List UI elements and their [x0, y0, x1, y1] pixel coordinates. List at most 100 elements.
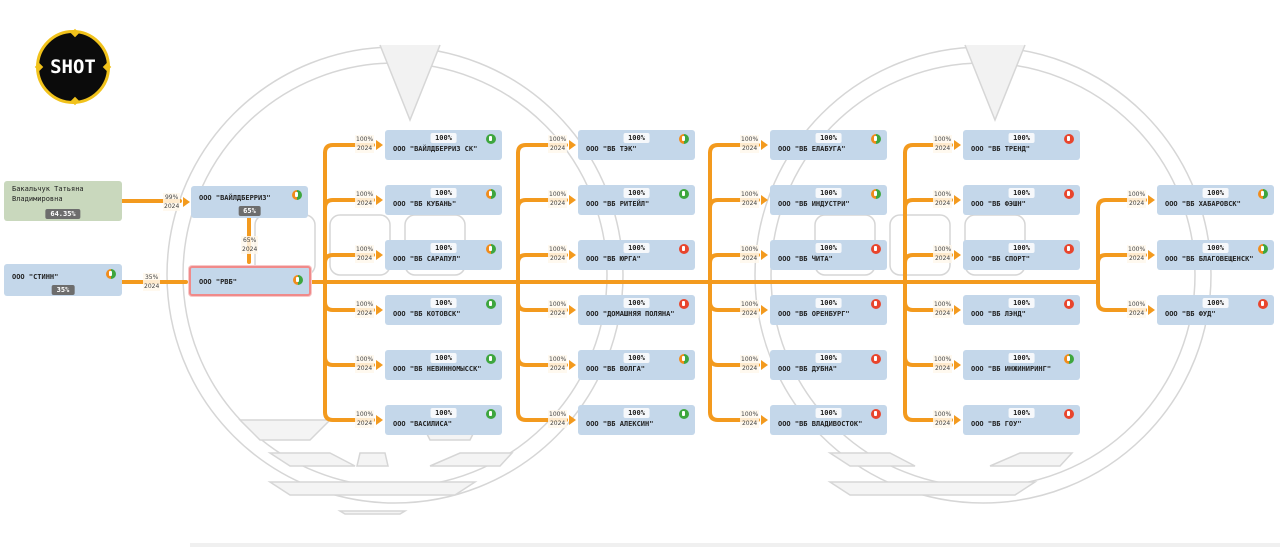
share-label: 100%	[1008, 243, 1035, 253]
company-name: ООО "ВБ ГОУ"	[971, 420, 1022, 428]
share-label: 100%	[623, 298, 650, 308]
owner-name-line2: Владимировна	[12, 195, 63, 203]
company-name: ООО "ВБ ЮРГА"	[586, 255, 641, 263]
company-name: ООО "ВБ СПОРТ"	[971, 255, 1031, 263]
branch-edge	[323, 300, 375, 312]
subsidiary-node[interactable]: 100%ООО "ВБ ОРЕНБУРГ"	[770, 295, 887, 325]
stinn-name: ООО "СТИНН"	[12, 273, 59, 281]
status-icon	[679, 189, 689, 199]
subsidiary-node[interactable]: 100%ООО "ВБ КУБАНЬ"	[385, 185, 502, 215]
subsidiary-node[interactable]: 100%ООО "ВАСИЛИСА"	[385, 405, 502, 435]
share-label: 100%	[1008, 408, 1035, 418]
wildberries-node[interactable]: ООО "ВАЙЛДБЕРРИЗ" 65%	[191, 186, 308, 218]
subsidiary-node[interactable]: 100%ООО "ВБ ВОЛГА"	[578, 350, 695, 380]
company-name: ООО "ВБ ТРЕНД"	[971, 145, 1031, 153]
branch-edge	[903, 355, 953, 367]
arrow-icon	[761, 305, 768, 315]
arrow-icon	[569, 195, 576, 205]
share-label: 100%	[815, 408, 842, 418]
arrow-icon	[569, 140, 576, 150]
status-icon	[1064, 134, 1074, 144]
subsidiary-node[interactable]: 100%ООО "ВБ РИТЕЙЛ"	[578, 185, 695, 215]
status-icon	[871, 244, 881, 254]
subsidiary-node[interactable]: 100% ООО "ВБ ЧИТА"	[770, 240, 887, 270]
status-icon	[486, 134, 496, 144]
subsidiary-node[interactable]: 100%ООО "ВБ ИНДУСТРИ"	[770, 185, 887, 215]
share-label: 100%	[815, 243, 842, 253]
owner-share-badge: 64.35%	[45, 209, 81, 219]
wildberries-share-badge: 65%	[238, 206, 261, 216]
subsidiary-node[interactable]: 100% ООО "ВБ ГОУ"	[963, 405, 1080, 435]
subsidiary-node[interactable]: 100% ООО "ВБ СПОРТ"	[963, 240, 1080, 270]
wildberries-name: ООО "ВАЙЛДБЕРРИЗ"	[199, 194, 271, 202]
edge-label: 100%2024	[355, 410, 375, 428]
status-icon	[1258, 189, 1268, 199]
subsidiary-node[interactable]: 100%ООО "ДОМАШНЯЯ ПОЛЯНА"	[578, 295, 695, 325]
edge-label: 100%2024	[933, 355, 953, 373]
subsidiary-node[interactable]: 100%ООО "ВБ ТРЕНД"	[963, 130, 1080, 160]
subsidiary-node[interactable]: 100%ООО "ВБ ХАБАРОВСК"	[1157, 185, 1274, 215]
owner-node-stinn[interactable]: ООО "СТИНН" 35%	[4, 264, 122, 296]
subsidiary-node[interactable]: 100%ООО "ВБ ТЭК"	[578, 130, 695, 160]
branch-edge	[323, 253, 375, 265]
subsidiary-node[interactable]: 100%ООО "ВБ ФУД"	[1157, 295, 1274, 325]
status-icon	[871, 134, 881, 144]
edge-label: 100%2024	[355, 135, 375, 153]
arrow-icon	[376, 360, 383, 370]
subsidiary-node[interactable]: 100%ООО "ВБ АЛЕКСИН"	[578, 405, 695, 435]
subsidiary-node[interactable]: 100%ООО "ВБ ЛЭНД"	[963, 295, 1080, 325]
arrow-icon	[376, 250, 383, 260]
subsidiary-node[interactable]: 100%ООО "ВБ ИНЖИНИРИНГ"	[963, 350, 1080, 380]
branch-edge	[708, 410, 760, 422]
arrow-icon	[183, 197, 190, 207]
status-icon	[486, 189, 496, 199]
share-label: 100%	[623, 188, 650, 198]
edge-label: 100%2024	[740, 300, 760, 318]
subsidiary-node[interactable]: 100%ООО "ВБ ВЛАДИВОСТОК"	[770, 405, 887, 435]
share-label: 100%	[815, 298, 842, 308]
stinn-share-badge: 35%	[51, 285, 75, 295]
subsidiary-node[interactable]: 100%ООО "ВБ ЮРГА"	[578, 240, 695, 270]
edge-label-stinn-rvb: 35%2024	[143, 273, 161, 291]
edge-label: 100%2024	[933, 300, 953, 318]
share-label: 100%	[815, 353, 842, 363]
edge-label: 100%2024	[740, 355, 760, 373]
rvb-node[interactable]: ООО "РВБ"	[189, 266, 311, 296]
status-icon	[1064, 189, 1074, 199]
edge-label: 100%2024	[355, 190, 375, 208]
status-icon	[486, 299, 496, 309]
status-icon	[871, 189, 881, 199]
branch-edge	[516, 143, 568, 155]
owner-node-person[interactable]: Бакальчук Татьяна Владимировна 64.35%	[4, 181, 122, 221]
branch-edge	[516, 198, 568, 210]
arrow-icon	[761, 415, 768, 425]
share-label: 100%	[623, 408, 650, 418]
arrow-icon	[954, 140, 961, 150]
subsidiary-node[interactable]: 100%ООО "ВБ КОТОВСК"	[385, 295, 502, 325]
arrow-icon	[569, 360, 576, 370]
company-name: ООО "ВБ ХАБАРОВСК"	[1165, 200, 1241, 208]
arrow-icon	[1148, 250, 1155, 260]
company-name: ООО "ВБ КОТОВСК"	[393, 310, 461, 318]
subsidiary-node[interactable]: 100%ООО "ВАЙЛДБЕРРИЗ СК"	[385, 130, 502, 160]
subsidiary-node[interactable]: 100%ООО "ВБ НЕВИННОМЫССК"	[385, 350, 502, 380]
subsidiary-node[interactable]: 100%ООО "ВБ ФЭШН"	[963, 185, 1080, 215]
arrow-icon	[376, 140, 383, 150]
status-icon	[679, 409, 689, 419]
branch-edge	[708, 300, 760, 312]
edge-label: 100%2024	[740, 190, 760, 208]
subsidiary-node[interactable]: 100%ООО "ВБ САРАПУЛ"	[385, 240, 502, 270]
subsidiary-node[interactable]: 100%ООО "ВБ ЕЛАБУГА"	[770, 130, 887, 160]
company-name: ООО "ВБ ИНДУСТРИ"	[778, 200, 850, 208]
edge-label: 100%2024	[548, 355, 568, 373]
subsidiary-node[interactable]: 100%ООО "ВБ ДУБНА"	[770, 350, 887, 380]
arrow-icon	[954, 305, 961, 315]
arrow-icon	[569, 250, 576, 260]
status-icon	[292, 190, 302, 200]
branch-edge	[708, 143, 760, 155]
subsidiary-node[interactable]: 100%ООО "ВБ БЛАГОВЕЩЕНСК"	[1157, 240, 1274, 270]
company-name: ООО "ВБ ЧИТА"	[778, 255, 833, 263]
status-icon	[871, 409, 881, 419]
